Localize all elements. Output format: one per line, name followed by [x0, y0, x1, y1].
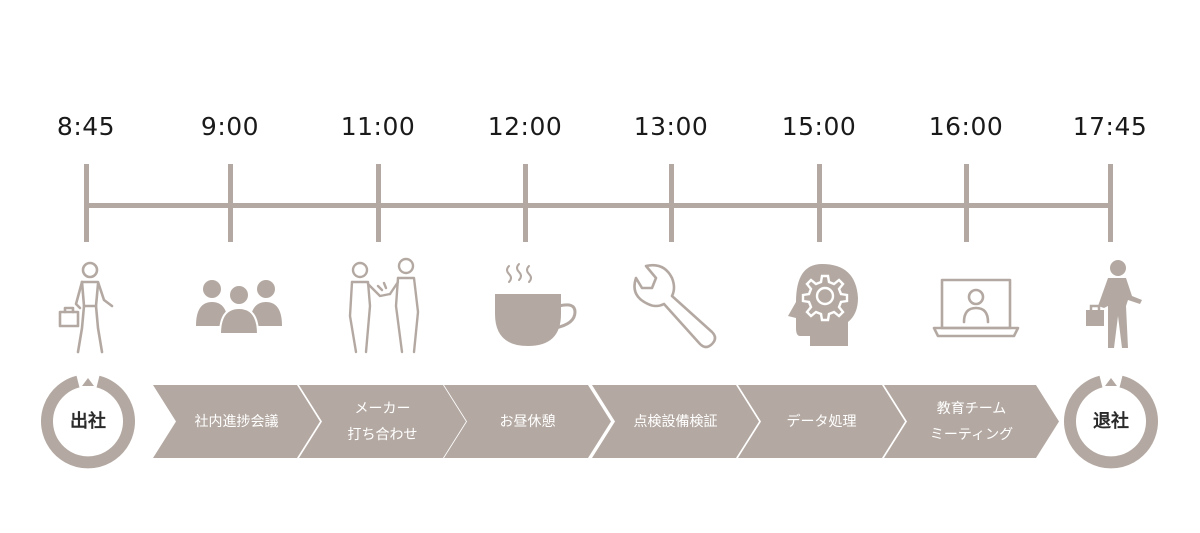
- activity-label: お昼休憩: [499, 413, 556, 430]
- coffee-cup-icon: [483, 256, 583, 356]
- head-gear-icon: [776, 256, 876, 356]
- activity-label: メーカー: [354, 400, 411, 417]
- timeline-line: [84, 203, 1110, 208]
- end-label: 退社: [1093, 411, 1129, 432]
- activity-label: ミーティング: [929, 426, 1014, 443]
- activity-chevron: メーカー 打ち合わせ: [299, 385, 466, 458]
- start-label: 出社: [70, 411, 106, 432]
- activity-label: 打ち合わせ: [347, 426, 418, 443]
- activity-label: データ処理: [786, 413, 857, 430]
- end-ring: 退社: [1063, 374, 1159, 470]
- start-ring: 出社: [40, 374, 136, 470]
- time-label: 15:00: [781, 112, 857, 141]
- leave-walking-person-icon: [1062, 256, 1162, 356]
- timeline-tick: [669, 164, 674, 242]
- wrench-icon: [626, 256, 726, 356]
- time-label: 11:00: [340, 112, 416, 141]
- activity-label: 教育チーム: [936, 400, 1007, 417]
- time-label: 16:00: [928, 112, 1004, 141]
- activity-label: 点検設備検証: [633, 413, 718, 430]
- time-label: 12:00: [487, 112, 563, 141]
- meeting-group-icon: [190, 256, 290, 356]
- timeline-tick: [376, 164, 381, 242]
- laptop-video-call-icon: [926, 256, 1026, 356]
- timeline-tick: [817, 164, 822, 242]
- timeline-tick: [964, 164, 969, 242]
- arrive-walking-person-icon: [36, 256, 136, 356]
- timeline-tick: [523, 164, 528, 242]
- handshake-icon: [338, 256, 438, 356]
- activity-chevron: お昼休憩: [444, 385, 611, 458]
- activity-label: 社内進捗会議: [194, 413, 279, 430]
- timeline-tick: [84, 164, 89, 242]
- time-label: 13:00: [633, 112, 709, 141]
- timeline-tick: [228, 164, 233, 242]
- timeline-tick: [1108, 164, 1113, 242]
- activity-chevron: 教育チーム ミーティング: [884, 385, 1059, 458]
- time-label: 8:45: [56, 112, 116, 141]
- activity-chevron: 社内進捗会議: [153, 385, 320, 458]
- activity-chevron: データ処理: [738, 385, 905, 458]
- time-label: 9:00: [200, 112, 260, 141]
- time-label: 17:45: [1072, 112, 1148, 141]
- activity-chevron: 点検設備検証: [592, 385, 759, 458]
